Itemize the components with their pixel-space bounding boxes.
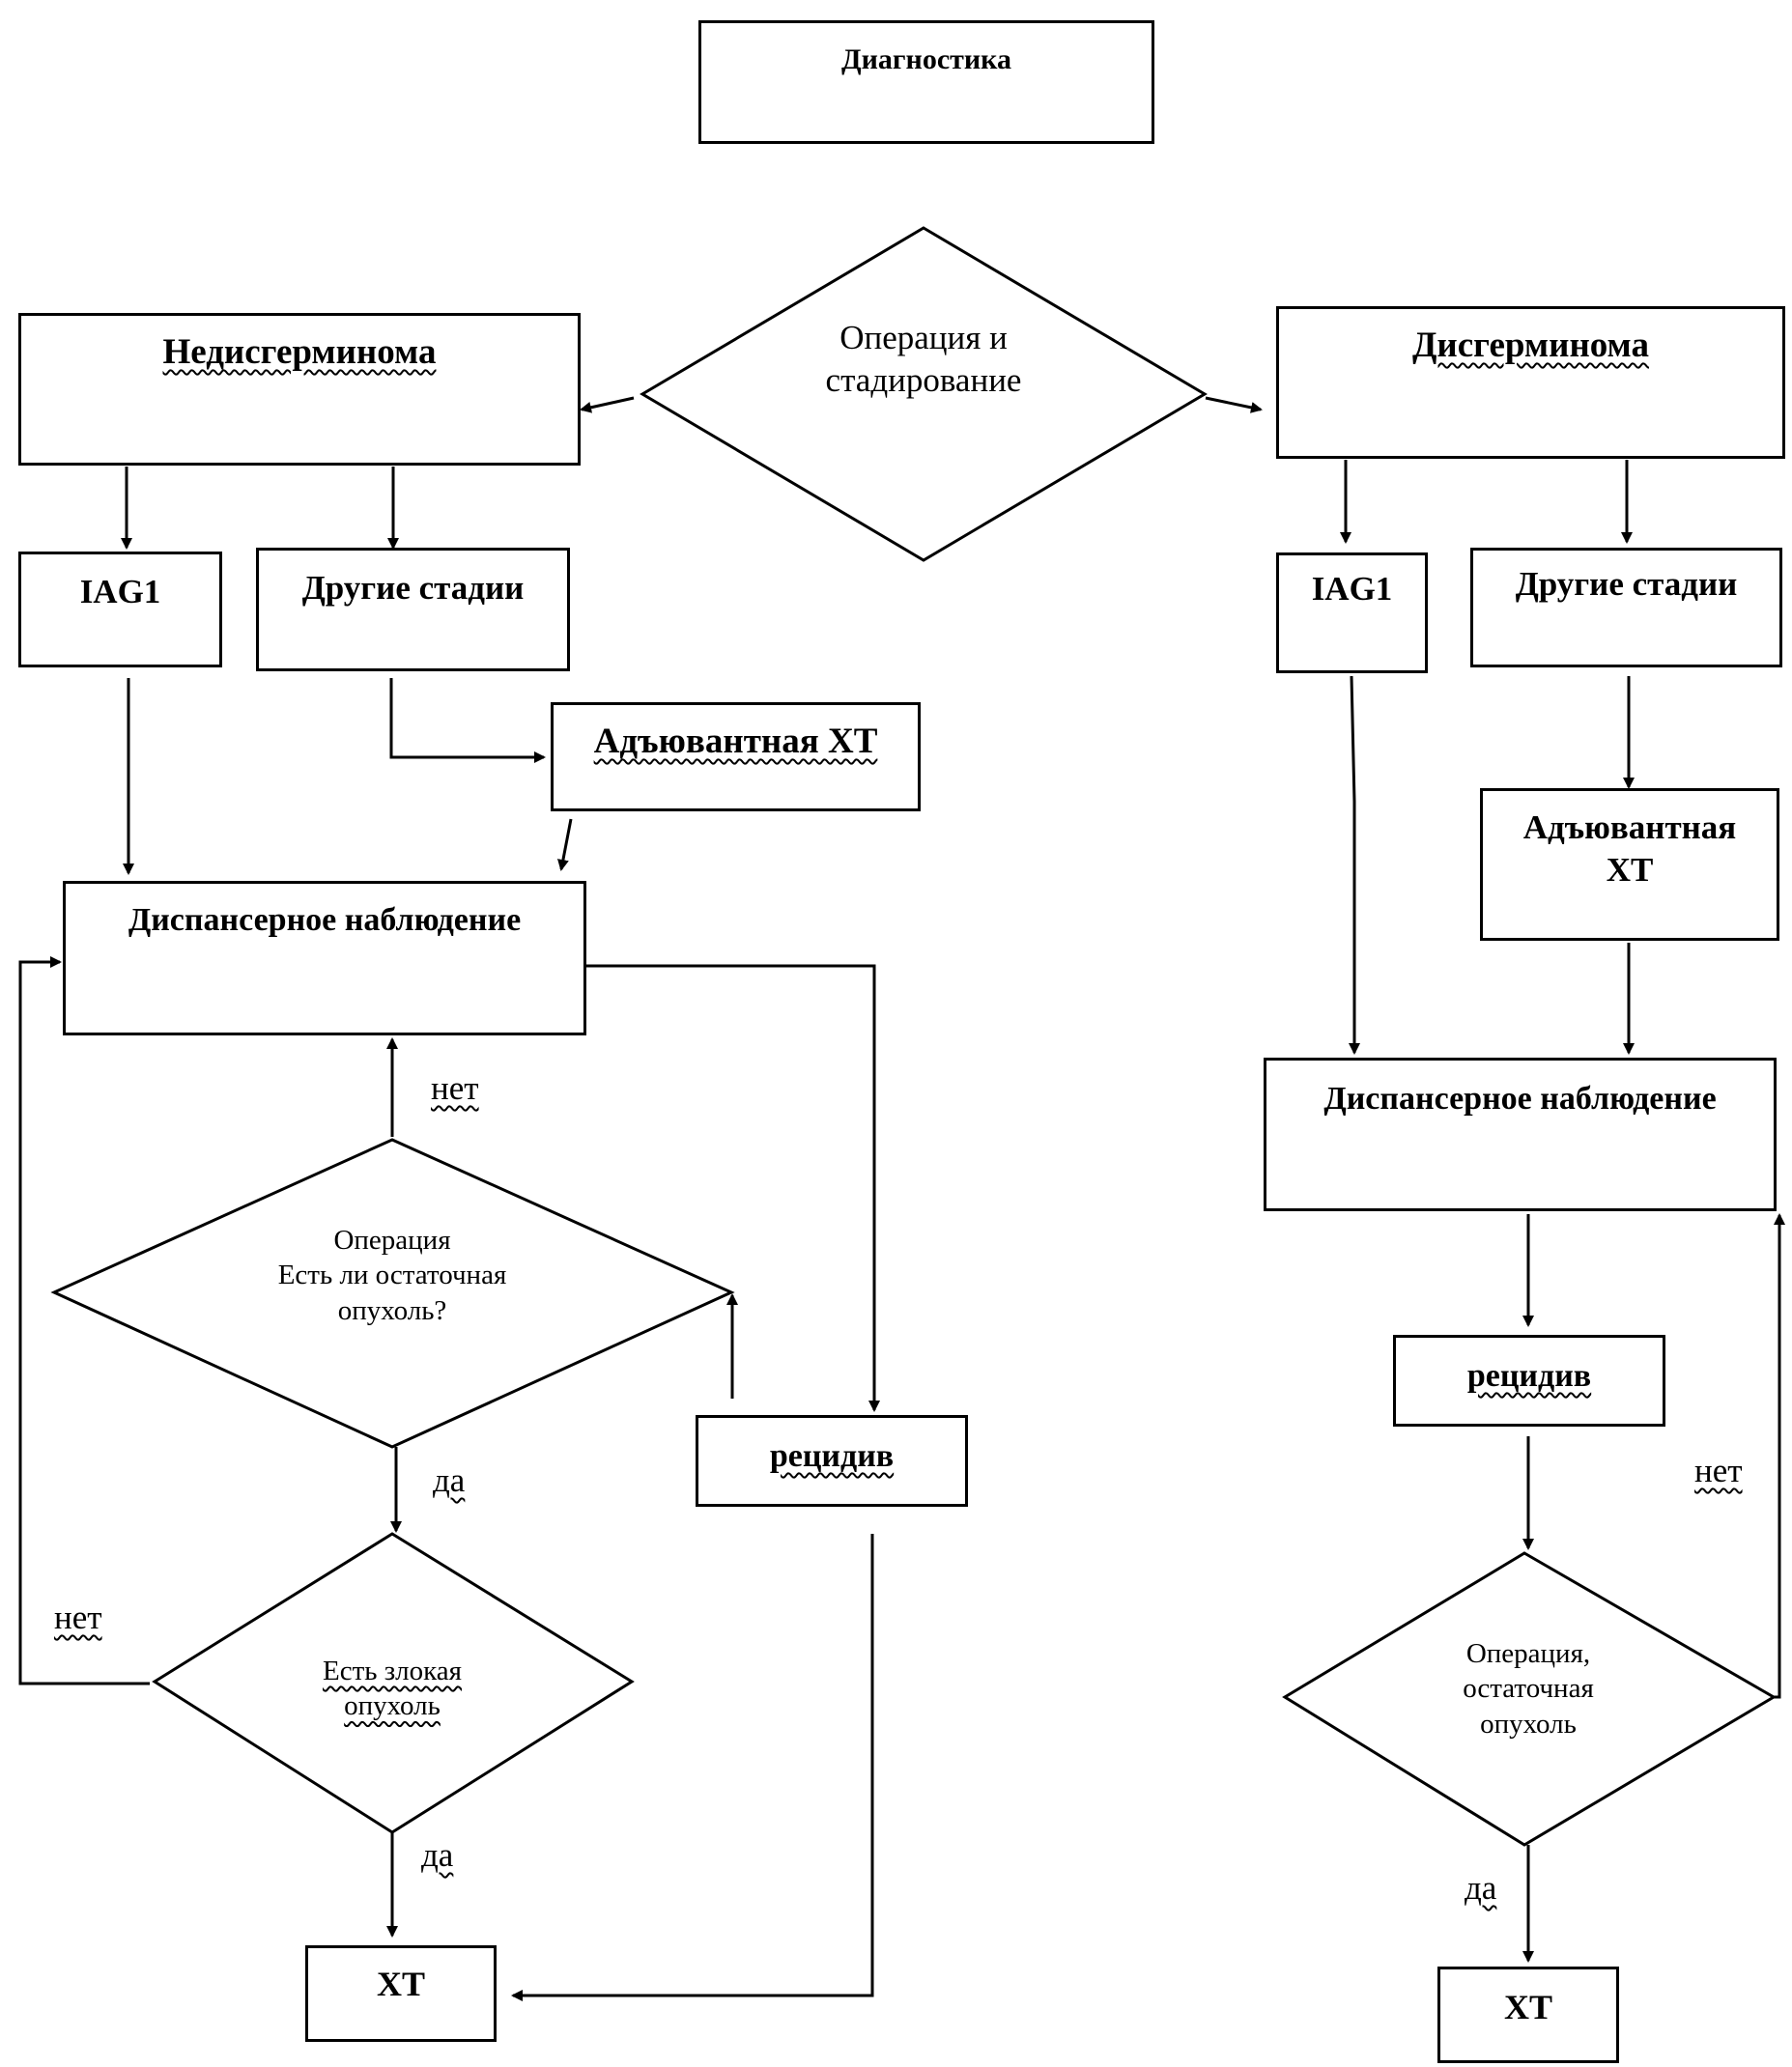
decision-diamond-residual-tumor: [50, 1138, 735, 1449]
right-relapse-box: рецидив: [1393, 1335, 1665, 1427]
right-observation-label: Диспансерное наблюдение: [1323, 1081, 1717, 1117]
right-other-stages-label: Другие стадии: [1515, 565, 1738, 603]
right-observation-box: Диспансерное наблюдение: [1264, 1058, 1777, 1211]
left-observation-label: Диспансерное наблюдение: [128, 902, 522, 938]
arrow-to-dysgerminoma: [1205, 396, 1263, 413]
operation-staging-label: Операция и стадирование: [825, 319, 1022, 399]
left-no-label-2: нет: [54, 1599, 102, 1636]
right-yes-label: да: [1465, 1869, 1497, 1907]
right-no-label: нет: [1694, 1452, 1743, 1489]
dysgerminoma-box: Дисгерминома: [1276, 306, 1785, 459]
left-decision1-label: Операция Есть ли остаточная опухоль?: [277, 1225, 507, 1326]
left-no-label-1: нет: [431, 1069, 479, 1107]
left-iag1-box: IAG1: [18, 552, 222, 667]
right-decision-label: Операция, остаточная опухоль: [1463, 1638, 1594, 1740]
diagnostics-box: Диагностика: [698, 20, 1154, 144]
left-other-stages-label: Другие стадии: [301, 569, 525, 607]
right-iag1-label: IAG1: [1311, 570, 1393, 608]
left-relapse-box: рецидив: [696, 1415, 968, 1507]
right-adjuvant-box: Адъювантная ХТ: [1480, 788, 1779, 941]
left-chemo-label: ХТ: [376, 1965, 425, 2003]
right-chemo-box: ХТ: [1437, 1967, 1619, 2063]
right-relapse-label: рецидив: [1466, 1358, 1592, 1394]
left-adjuvant-box: Адъювантная ХТ: [551, 702, 921, 811]
left-yes-label-1: да: [433, 1461, 466, 1499]
left-chemo-box: ХТ: [305, 1945, 497, 2042]
right-adjuvant-label: Адъювантная ХТ: [1522, 808, 1737, 889]
decision-diamond-operation-staging: [640, 226, 1208, 562]
diagnostics-label: Диагностика: [840, 43, 1011, 75]
arrow-to-nondysgerminoma: [580, 396, 635, 413]
right-other-stages-box: Другие стадии: [1470, 548, 1782, 667]
left-yes-label-2: да: [421, 1836, 454, 1874]
left-adjuvant-label: Адъювантная ХТ: [593, 722, 878, 761]
left-relapse-label: рецидив: [769, 1438, 895, 1474]
right-iag1-box: IAG1: [1276, 552, 1428, 673]
left-observation-box: Диспансерное наблюдение: [63, 881, 586, 1035]
nondysgerminoma-box: Недисгерминома: [18, 313, 581, 466]
left-iag1-label: IAG1: [79, 573, 161, 610]
decision-diamond-right-operation: [1282, 1551, 1777, 1847]
left-other-stages-box: Другие стадии: [256, 548, 570, 671]
right-chemo-label: ХТ: [1503, 1988, 1552, 2026]
nondysgerminoma-label: Недисгерминома: [162, 332, 437, 372]
left-decision2-label: Есть злокая опухоль: [322, 1656, 463, 1722]
dysgerminoma-label: Дисгерминома: [1411, 326, 1650, 365]
